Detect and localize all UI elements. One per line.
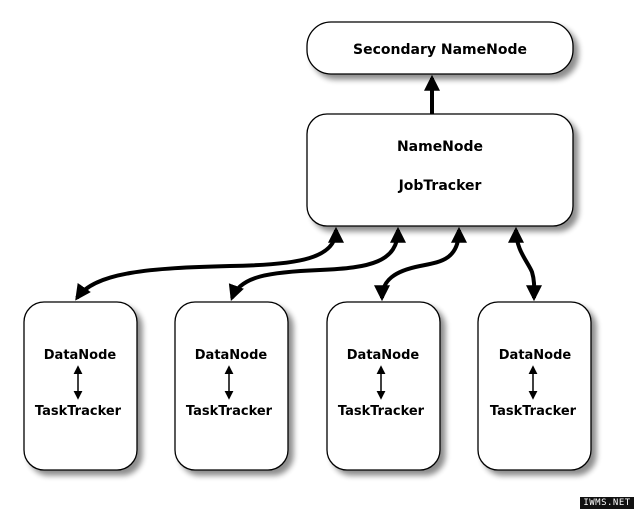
secondary-namenode-box: Secondary NameNode <box>306 21 574 75</box>
namenode-label: NameNode <box>397 139 483 155</box>
site-watermark: IWMS.NET <box>580 497 634 509</box>
master-node-box: NameNode JobTracker <box>306 113 574 227</box>
datanode-label: DataNode <box>44 348 117 363</box>
datanode-label: DataNode <box>499 348 572 363</box>
master-to-worker-4-connector <box>508 226 543 302</box>
tasktracker-label: TaskTracker <box>186 404 273 419</box>
worker-node-box: DataNode TaskTracker <box>477 301 592 471</box>
datanode-label: DataNode <box>347 348 420 363</box>
datanode-label: DataNode <box>195 348 268 363</box>
tasktracker-label: TaskTracker <box>35 404 122 419</box>
worker-node-box: DataNode TaskTracker <box>326 301 441 471</box>
worker-node-box: DataNode TaskTracker <box>23 301 138 471</box>
master-to-worker-3-connector <box>374 226 467 302</box>
tasktracker-label: TaskTracker <box>490 404 577 419</box>
secondary-namenode-label: Secondary NameNode <box>353 42 527 58</box>
worker-node-box: DataNode TaskTracker <box>174 301 289 471</box>
jobtracker-label: JobTracker <box>398 178 482 194</box>
master-to-worker-1-connector <box>75 226 344 301</box>
tasktracker-label: TaskTracker <box>338 404 425 419</box>
